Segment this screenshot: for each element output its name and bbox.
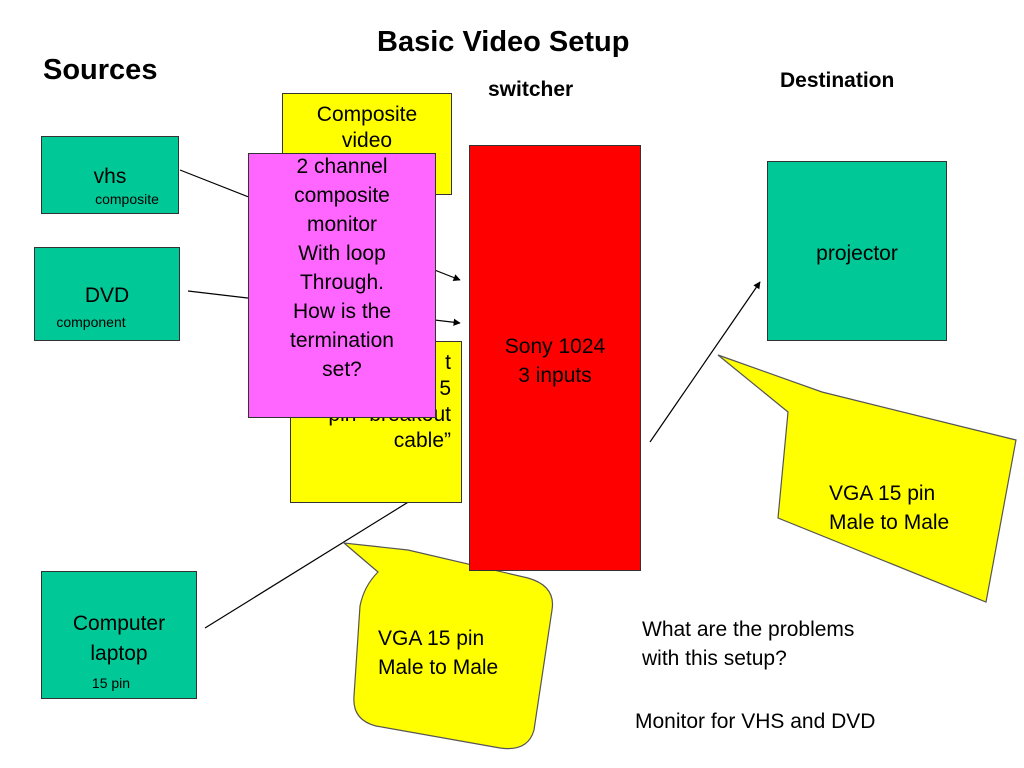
sony-switcher-box: Sony 1024 3 inputs xyxy=(469,145,641,571)
projector-box: projector xyxy=(767,161,947,341)
destination-heading: Destination xyxy=(780,69,895,92)
composite-video-text: Composite video xyxy=(316,103,418,152)
monitor-question-note: 2 channel composite monitor With loop Th… xyxy=(248,153,436,418)
monitor-question-text: 2 channel composite monitor With loop Th… xyxy=(290,155,394,381)
switcher-to-projector-arrow xyxy=(649,281,761,443)
computer-source-box: Computer laptop 15 pin xyxy=(41,571,197,699)
vhs-sublabel: composite xyxy=(95,191,159,207)
vga-right-callout-text: VGA 15 pin Male to Male xyxy=(829,482,950,534)
vhs-source-box: vhs composite xyxy=(41,136,179,214)
projector-label: projector xyxy=(816,242,898,265)
page-title: Basic Video Setup xyxy=(377,26,630,58)
switcher-heading: switcher xyxy=(488,78,574,101)
dvd-source-box: DVD component xyxy=(34,247,180,341)
vhs-label: vhs xyxy=(93,165,127,188)
dvd-label: DVD xyxy=(84,284,130,307)
problems-answer: Monitor for VHS and DVD xyxy=(635,710,876,733)
computer-label: Computer laptop xyxy=(72,612,166,665)
computer-sublabel: 15 pin xyxy=(91,675,131,691)
problems-question: What are the problems with this setup? xyxy=(642,618,855,670)
vga-left-callout-text: VGA 15 pin Male to Male xyxy=(378,627,499,679)
sources-heading: Sources xyxy=(43,54,158,86)
dvd-sublabel: component xyxy=(56,314,126,330)
vga-left-callout-shape xyxy=(342,542,554,750)
vga-right-callout-shape xyxy=(717,354,1017,603)
sony-switcher-text: Sony 1024 3 inputs xyxy=(504,335,606,387)
